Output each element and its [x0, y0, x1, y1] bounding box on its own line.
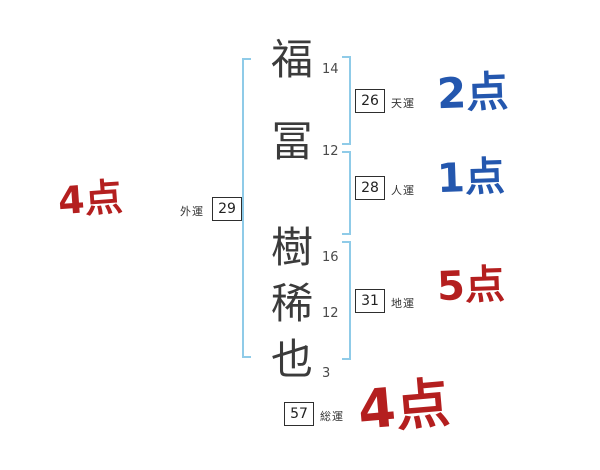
heaven-luck-score: 2点 [436, 66, 510, 119]
total-luck-score: 4点 [355, 371, 453, 442]
person-luck-label: 人運 [391, 184, 415, 197]
stroke-count-1: 14 [322, 62, 339, 77]
heaven-luck-bracket [342, 56, 351, 145]
total-luck-value-box: 57 [284, 402, 314, 426]
outer-luck-label: 外運 [180, 205, 204, 218]
outer-luck-bracket [242, 58, 251, 358]
name-char-5: 也 [270, 335, 313, 384]
stroke-count-2: 12 [322, 144, 339, 159]
outer-luck-score: 4点 [56, 174, 124, 224]
name-char-3: 樹 [270, 223, 313, 272]
heaven-luck-value-box: 26 [355, 89, 385, 113]
person-luck-value-box: 28 [355, 176, 385, 200]
earth-luck-score: 5点 [436, 261, 506, 311]
earth-luck-bracket [342, 241, 351, 360]
stroke-count-4: 12 [322, 306, 339, 321]
outer-luck-value-box: 29 [212, 197, 242, 221]
earth-luck-label: 地運 [391, 297, 415, 310]
person-luck-bracket [342, 151, 351, 235]
earth-luck-value-box: 31 [355, 289, 385, 313]
name-char-2: 冨 [270, 117, 313, 166]
stroke-count-3: 16 [322, 250, 339, 265]
total-luck-label: 総運 [320, 410, 344, 423]
name-char-4: 稀 [270, 279, 313, 328]
person-luck-score: 1点 [436, 153, 506, 203]
stroke-count-5: 3 [322, 366, 331, 381]
name-char-1: 福 [270, 35, 313, 84]
heaven-luck-label: 天運 [391, 97, 415, 110]
